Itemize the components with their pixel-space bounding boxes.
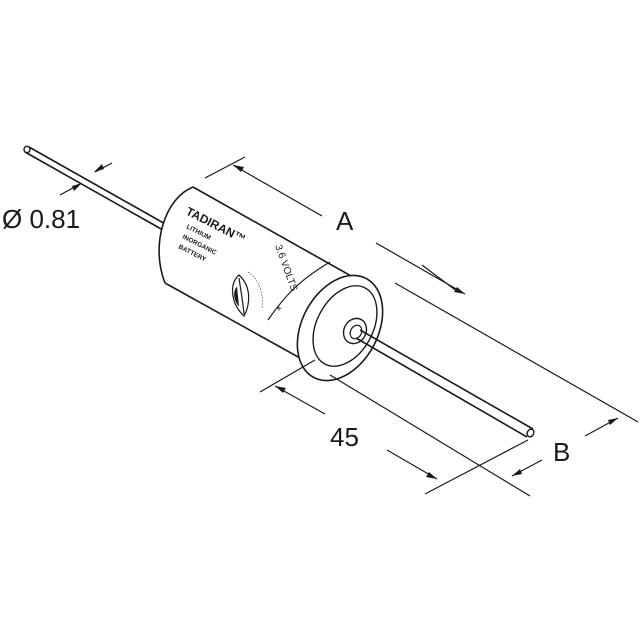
battery-end-face [296, 274, 384, 382]
dimension-45-label: 45 [330, 422, 359, 452]
lead-diameter-label: Ø 0.81 [2, 204, 80, 234]
polarity-mark: + [276, 304, 282, 315]
right-lead-wire [355, 329, 535, 438]
dimension-b [329, 282, 639, 497]
dimension-a-label: A [336, 206, 354, 236]
dimension-b-label: B [553, 437, 570, 467]
leaf-logo-icon [231, 271, 263, 317]
left-lead-wire [23, 145, 177, 235]
dimension-45 [259, 359, 529, 495]
lead-diameter-dimension [59, 162, 113, 196]
dimension-a [204, 156, 466, 295]
